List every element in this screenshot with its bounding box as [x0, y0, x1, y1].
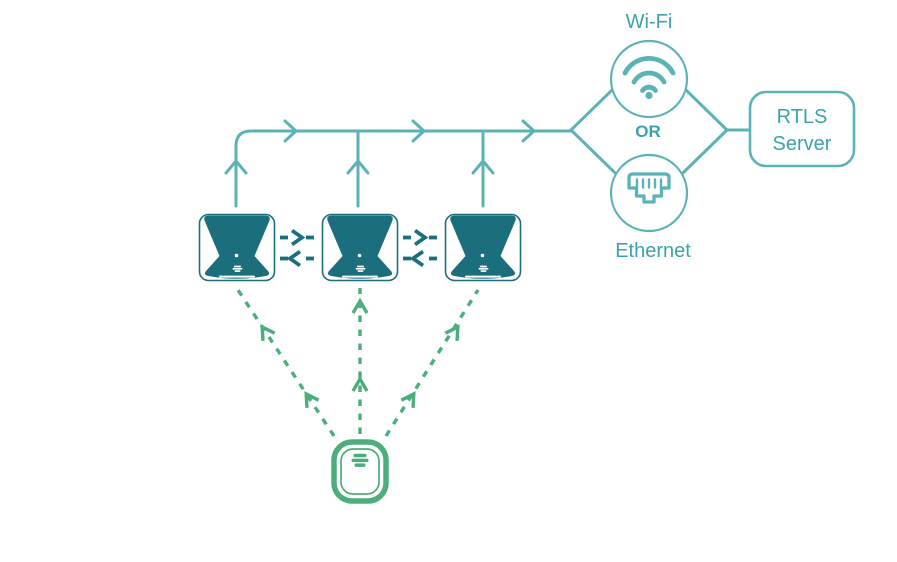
rtls-server-label-line2: Server [773, 133, 832, 155]
ranging-line-anchor1 [236, 289, 336, 437]
trunk-arrow-icon [283, 119, 298, 143]
anchor-device-3 [444, 213, 522, 282]
uplink-arrow-icon [346, 159, 370, 175]
wifi-label: Wi-Fi [626, 11, 673, 33]
ranging-arrow-icon [400, 391, 416, 408]
ranging-line-anchor3 [384, 289, 480, 437]
ranging-arrow-icon [260, 324, 276, 341]
or-label: OR [635, 122, 661, 141]
trunk-arrow-icon [411, 119, 426, 143]
anchor-mesh-arrows [280, 228, 437, 268]
ranging-arrow-icon [304, 391, 320, 408]
ranging-arrow-icon [444, 324, 460, 341]
tag-device [331, 439, 389, 504]
rtls-server-label-line1: RTLS [777, 106, 828, 128]
tag-body [331, 439, 389, 504]
ethernet-port-icon [627, 172, 671, 204]
backhaul-trunk-line [234, 129, 573, 208]
tag-brand-mark-icon [351, 453, 369, 467]
anchor-device-1 [198, 213, 276, 282]
ranging-arrow-icon [351, 297, 369, 314]
ethernet-option [609, 153, 689, 233]
anchors [198, 213, 522, 282]
wifi-option [609, 39, 689, 119]
uplink-arrow-icon [471, 159, 495, 175]
trunk-arrow-icon [521, 119, 536, 143]
tag-ranging-lines [236, 288, 480, 437]
backhaul-lines [224, 119, 752, 208]
anchor-device-2 [321, 213, 399, 282]
wifi-circle [609, 39, 689, 119]
tag-inner-outline [340, 448, 380, 495]
ranging-arrow-icon [351, 375, 369, 392]
rtls-server-node: RTLS Server [748, 90, 856, 168]
wifi-icon [622, 55, 676, 100]
mesh-arrow-pair-1-2 [280, 228, 314, 268]
ethernet-circle [609, 153, 689, 233]
mesh-arrow-pair-2-3 [403, 228, 437, 268]
ethernet-label: Ethernet [615, 240, 691, 262]
uplink-arrow-icon [224, 159, 248, 175]
rtls-server-box [748, 90, 856, 168]
connectivity-choice: OR Wi-Fi [569, 11, 729, 262]
